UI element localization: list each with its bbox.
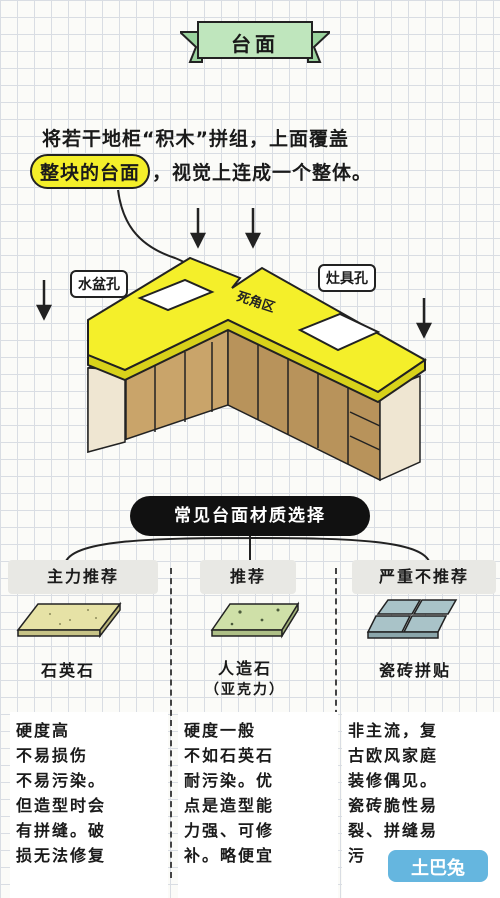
desc-line: 古欧风家庭: [348, 746, 439, 765]
desc-line: 补。略便宜: [184, 846, 275, 865]
quartz-swatch: [16, 601, 122, 639]
stove-hole: [297, 312, 381, 352]
material-subname-acrylic: （亚克力）: [205, 682, 285, 698]
kitchen-counter-illustration: 死角区: [35, 189, 433, 482]
column-header-not-recommended: 严重不推荐: [352, 560, 496, 594]
intro-line-1: 将若干地柜“积木”拼组，上面覆盖: [42, 128, 349, 150]
watermark-text: 土巴兔: [411, 857, 465, 879]
title-banner: 台面: [180, 18, 330, 70]
sink-hole-callout: 水盆孔: [70, 270, 128, 298]
sink-hole: [137, 278, 215, 312]
stove-hole-callout: 灶具孔: [318, 264, 376, 292]
tile-swatch: [366, 599, 458, 639]
desc-line: 污: [348, 846, 367, 865]
section-title: 常见台面材质选择: [130, 496, 370, 536]
ribbon-shape: [180, 21, 330, 63]
intro-line-2: 整块的台面，视觉上连成一个整体。: [30, 154, 372, 189]
desc-line: 力强、可修: [184, 821, 275, 840]
desc-line: 耐污染。优: [184, 771, 275, 790]
column-header-primary: 主力推荐: [8, 560, 158, 594]
desc-line: 装修偶见。: [348, 771, 439, 790]
column-header-recommended: 推荐: [200, 560, 296, 594]
desc-line: 不易污染。: [16, 771, 107, 790]
desc-line: 非主流，复: [348, 721, 439, 740]
watermark-logo: 土巴兔: [388, 846, 488, 886]
page-title: 台面: [231, 32, 279, 56]
desc-line: 但造型时会: [16, 796, 107, 815]
countertop: [87, 256, 427, 404]
material-swatches: [16, 599, 458, 639]
material-name-artificial-stone: 人造石: [217, 659, 272, 678]
watermark-badge: 土巴兔: [388, 850, 488, 882]
intro-rest: ，视觉上连成一个整体。: [152, 162, 373, 184]
column-divider: [170, 568, 172, 878]
desc-line: 硬度一般: [184, 721, 257, 740]
desc-line: 不如石英石: [184, 746, 275, 765]
desc-line: 瓷砖脆性易: [348, 796, 439, 815]
desc-line: 不易损伤: [16, 746, 89, 765]
material-name-quartz: 石英石: [40, 661, 95, 680]
quartz-description: 硬度高 不易损伤 不易污染。 但造型时会 有拼缝。破 损无法修复: [10, 712, 168, 898]
down-arrow-icons: [35, 208, 433, 339]
desc-line: 硬度高: [16, 721, 71, 740]
artificial-stone-swatch: [210, 601, 300, 639]
desc-line: 损无法修复: [16, 846, 107, 865]
material-name-tile: 瓷砖拼贴: [378, 661, 451, 680]
artificial-stone-description: 硬度一般 不如石英石 耐污染。优 点是造型能 力强、可修 补。略便宜: [178, 712, 338, 898]
intro-highlight: 整块的台面: [30, 154, 151, 189]
desc-line: 有拼缝。破: [16, 821, 107, 840]
base-cabinets: [87, 318, 421, 482]
desc-line: 点是造型能: [184, 796, 275, 815]
desc-line: 裂、拼缝易: [348, 821, 439, 840]
